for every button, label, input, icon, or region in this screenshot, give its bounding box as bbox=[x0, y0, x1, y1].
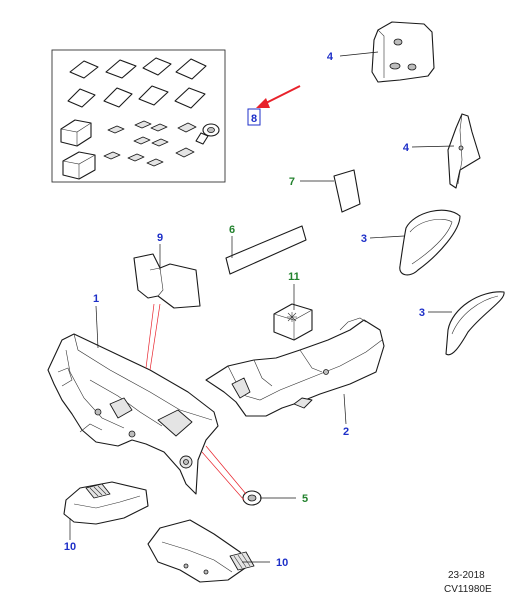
callout-10-lower: 10 bbox=[276, 557, 288, 569]
drawing-id: CV11980E bbox=[444, 584, 492, 595]
dash-insulator-part-1 bbox=[47, 333, 219, 495]
callout-4-upper: 4 bbox=[327, 51, 334, 63]
callout-8-box: 8 bbox=[247, 108, 261, 126]
floor-mat-part-10-lower bbox=[147, 519, 255, 583]
callout-3-lower: 3 bbox=[419, 307, 425, 319]
highlight-arrow bbox=[256, 85, 301, 108]
callout-3-upper: 3 bbox=[361, 233, 367, 245]
insulator-part-4-lower bbox=[447, 113, 481, 189]
date-code: 23-2018 bbox=[448, 570, 485, 581]
callout-1: 1 bbox=[93, 293, 99, 305]
strip-part-6 bbox=[225, 225, 307, 275]
floor-mat-part-10-upper bbox=[63, 481, 149, 525]
callout-2: 2 bbox=[343, 426, 349, 438]
block-part-11 bbox=[273, 303, 313, 341]
relation-leaders bbox=[145, 303, 247, 501]
seal-part-3-upper bbox=[399, 209, 461, 276]
callout-5: 5 bbox=[302, 493, 308, 505]
callout-8: 8 bbox=[251, 113, 257, 125]
callout-9: 9 bbox=[157, 232, 163, 244]
callout-leaders bbox=[69, 51, 455, 563]
callout-6: 6 bbox=[229, 224, 235, 236]
callout-4-lower: 4 bbox=[403, 142, 410, 154]
insulator-part-9 bbox=[133, 253, 201, 309]
callout-7: 7 bbox=[289, 176, 295, 188]
grommet-part-5 bbox=[242, 490, 262, 506]
seal-part-3-lower bbox=[445, 291, 505, 356]
callout-10-upper: 10 bbox=[64, 541, 76, 553]
pad-part-7 bbox=[333, 169, 361, 213]
tunnel-insulator-part-2 bbox=[205, 317, 385, 417]
callout-11: 11 bbox=[288, 271, 300, 283]
insulator-part-4-upper bbox=[371, 21, 435, 83]
kit-box bbox=[51, 49, 226, 183]
